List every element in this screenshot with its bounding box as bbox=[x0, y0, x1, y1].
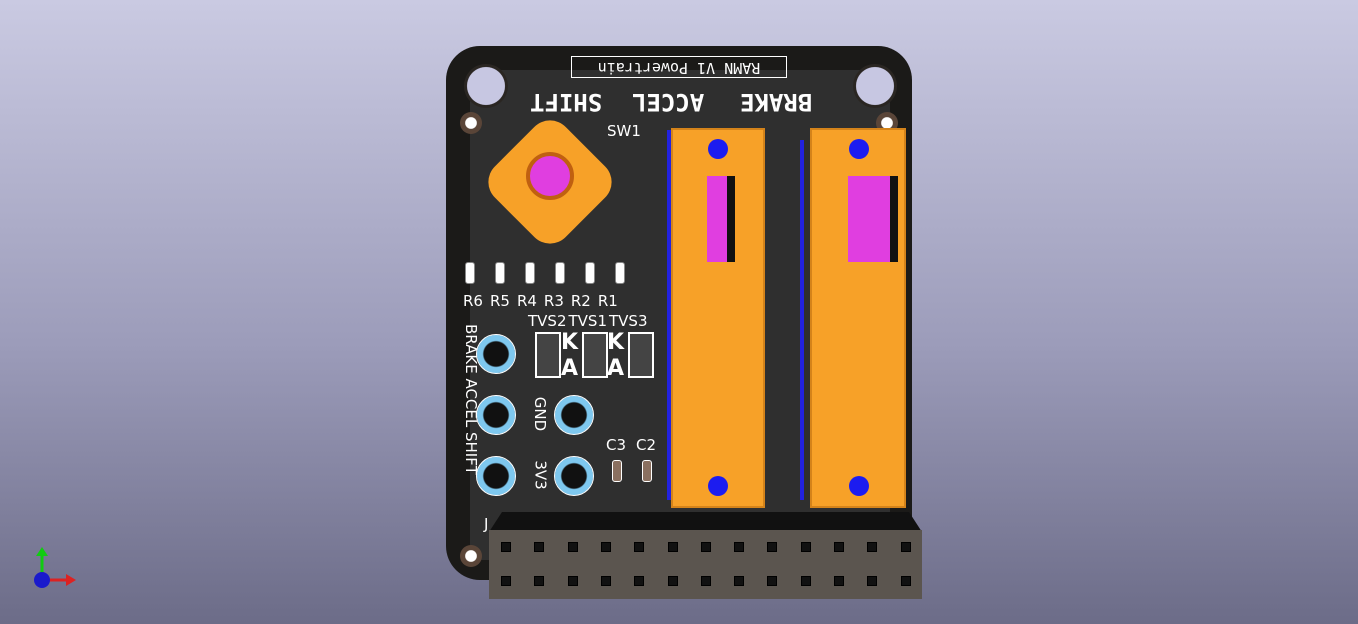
anode-mark: A bbox=[561, 356, 579, 381]
tvs-ref: TVS3 bbox=[609, 312, 648, 330]
header-pin bbox=[501, 542, 511, 552]
switch-ref: SW1 bbox=[607, 122, 641, 140]
header-pin bbox=[867, 576, 878, 586]
label-brake: BRAKE bbox=[740, 88, 813, 116]
slider-hole bbox=[708, 476, 728, 496]
resistor bbox=[465, 262, 475, 284]
pin-header[interactable] bbox=[489, 530, 922, 599]
label-accel: ACCEL bbox=[632, 88, 705, 116]
header-pins bbox=[489, 530, 922, 599]
mounting-hole bbox=[464, 64, 508, 108]
test-point[interactable] bbox=[476, 395, 516, 435]
tvs-diode bbox=[535, 332, 561, 378]
mounting-pad bbox=[460, 112, 482, 134]
header-pin bbox=[600, 542, 611, 552]
slider-hole bbox=[708, 139, 728, 159]
capacitor bbox=[642, 460, 652, 482]
slider-knob-brake[interactable] bbox=[848, 176, 898, 262]
header-pin bbox=[734, 542, 745, 552]
resistor-labels: R6 R5 R4 R3 R2 R1 bbox=[463, 292, 618, 310]
resistor-row bbox=[465, 262, 625, 284]
tvs-diode bbox=[582, 332, 608, 378]
header-pin bbox=[600, 576, 611, 586]
mounting-hole bbox=[853, 64, 897, 108]
tvs-ref: TVS2 bbox=[528, 312, 567, 330]
header-pin bbox=[567, 576, 578, 586]
tvs-diode bbox=[628, 332, 654, 378]
resistor-ref: R5 bbox=[489, 292, 510, 310]
mounting-pad bbox=[460, 545, 482, 567]
header-pin bbox=[700, 576, 711, 586]
gnd-label: GND bbox=[531, 396, 550, 432]
tvs-labels: TVS2 TVS1 TVS3 bbox=[528, 312, 648, 330]
resistor-ref: R1 bbox=[597, 292, 618, 310]
resistor bbox=[555, 262, 565, 284]
resistor-ref: R3 bbox=[543, 292, 564, 310]
capacitor-ref: C3 bbox=[606, 436, 627, 454]
slider-edge bbox=[800, 140, 804, 500]
joystick-knob[interactable] bbox=[526, 152, 574, 200]
label-shift: SHIFT bbox=[530, 88, 603, 116]
header-pin bbox=[667, 576, 678, 586]
test-point[interactable] bbox=[476, 456, 516, 496]
test-point[interactable] bbox=[476, 334, 516, 374]
header-pin bbox=[800, 542, 811, 552]
header-pin bbox=[501, 576, 511, 586]
header-pin bbox=[800, 576, 811, 586]
connector-ref: J bbox=[484, 515, 489, 533]
header-pin bbox=[867, 542, 878, 552]
y-arrow-icon bbox=[36, 547, 48, 556]
capacitor-ref: C2 bbox=[636, 436, 657, 454]
header-pin bbox=[834, 576, 844, 586]
resistor bbox=[585, 262, 595, 284]
header-pin bbox=[634, 576, 645, 586]
test-point[interactable] bbox=[554, 456, 594, 496]
x-arrow-icon bbox=[66, 574, 76, 586]
header-pin bbox=[900, 576, 911, 586]
resistor-ref: R6 bbox=[463, 292, 483, 310]
capacitor bbox=[612, 460, 622, 482]
header-pin bbox=[834, 542, 844, 552]
header-pin bbox=[567, 542, 578, 552]
resistor bbox=[525, 262, 535, 284]
pin-header-top bbox=[489, 512, 922, 532]
slider-edge bbox=[667, 130, 671, 500]
slider-hole bbox=[849, 139, 869, 159]
resistor bbox=[495, 262, 505, 284]
cathode-mark: K bbox=[561, 330, 579, 355]
axis-gizmo bbox=[34, 547, 76, 588]
header-pin bbox=[534, 576, 545, 586]
header-pin bbox=[700, 542, 711, 552]
3v3-label: 3V3 bbox=[531, 460, 550, 490]
tvs-ref: TVS1 bbox=[568, 312, 608, 330]
cathode-mark: K bbox=[607, 330, 625, 355]
test-point[interactable] bbox=[554, 395, 594, 435]
header-pin bbox=[734, 576, 745, 586]
header-pin bbox=[667, 542, 678, 552]
resistor-ref: R2 bbox=[570, 292, 591, 310]
slider-hole bbox=[849, 476, 869, 496]
anode-mark: A bbox=[607, 356, 625, 381]
header-pin bbox=[767, 542, 778, 552]
header-pin bbox=[534, 542, 545, 552]
header-pin bbox=[767, 576, 778, 586]
board-title: RAMN V1 Powertrain bbox=[571, 56, 787, 78]
header-pin bbox=[634, 542, 645, 552]
z-axis-icon bbox=[34, 572, 50, 588]
header-pin bbox=[900, 542, 911, 552]
resistor-ref: R4 bbox=[516, 292, 537, 310]
resistor bbox=[615, 262, 625, 284]
side-label: BRAKE ACCEL SHIFT bbox=[462, 324, 480, 475]
slider-knob-accel[interactable] bbox=[707, 176, 735, 262]
